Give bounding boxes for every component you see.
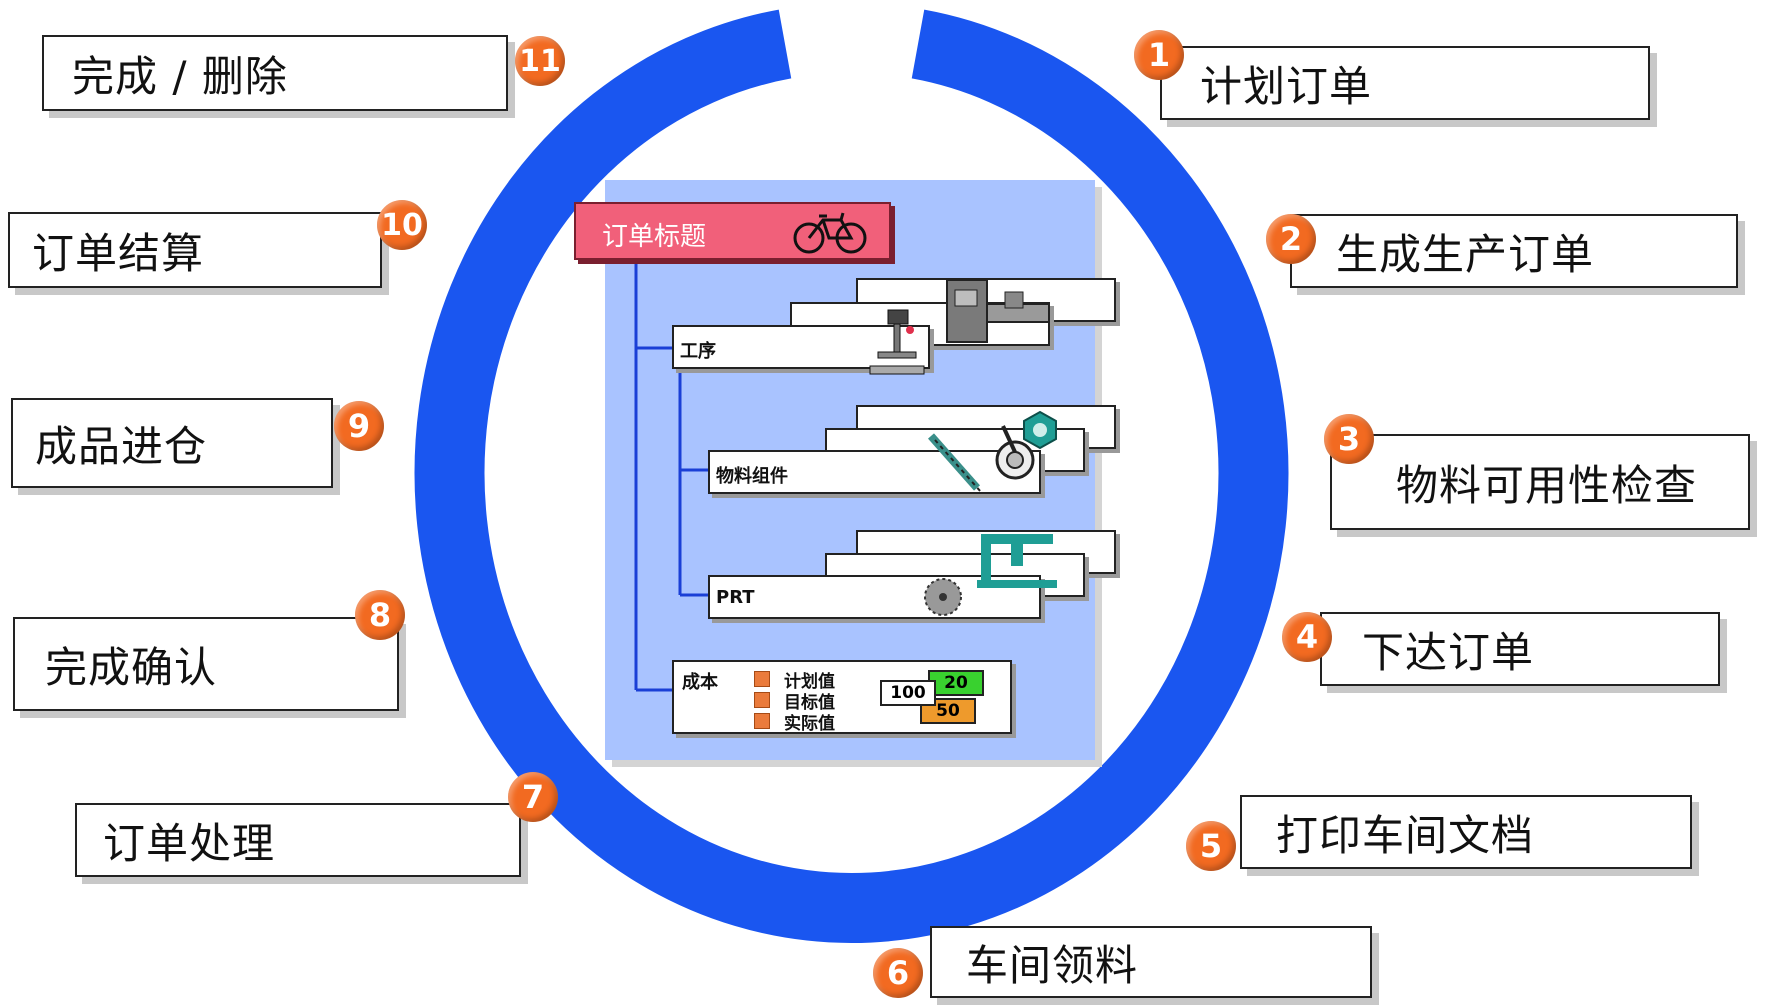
step-8-label: 完成确认	[45, 642, 218, 692]
step-8-box[interactable]: 完成确认	[13, 617, 399, 711]
step-4-label: 下达订单	[1362, 627, 1535, 677]
plan-value-box: 100	[880, 680, 936, 706]
step-1-box[interactable]: 计划订单	[1160, 46, 1650, 120]
step-2-box[interactable]: 生成生产订单	[1290, 214, 1738, 288]
cost-bullet-plan	[754, 671, 770, 687]
saw-blade-icon	[924, 578, 962, 616]
nut-icon	[1023, 410, 1057, 450]
step-4-box[interactable]: 下达订单	[1320, 612, 1720, 686]
step-4-badge: 4	[1282, 612, 1332, 662]
step-11-label: 完成 / 删除	[72, 51, 288, 101]
cost-card[interactable]: 成本 计划值 目标值 实际值 20 50 100	[672, 660, 1012, 734]
step-7-label: 订单处理	[103, 818, 276, 868]
step-11-box[interactable]: 完成 / 删除	[42, 35, 508, 111]
step-9-box[interactable]: 成品进仓	[11, 398, 333, 488]
step-5-badge: 5	[1186, 821, 1236, 871]
screw-icon	[928, 433, 982, 493]
order-header-card[interactable]: 订单标题	[574, 202, 891, 260]
bicycle-icon	[793, 212, 867, 254]
step-9-badge: 9	[334, 401, 384, 451]
order-header-label: 订单标题	[602, 222, 707, 252]
valve-icon	[995, 425, 1035, 480]
drill-press-icon	[869, 309, 925, 375]
clamp-icon	[977, 534, 1057, 588]
cost-item-actual: 实际值	[784, 714, 835, 734]
target-value-box: 20	[928, 670, 984, 696]
step-2-badge: 2	[1266, 214, 1316, 264]
step-7-box[interactable]: 订单处理	[75, 803, 521, 877]
step-10-badge: 10	[377, 200, 427, 250]
step-3-badge: 3	[1324, 414, 1374, 464]
operations-label: 工序	[680, 341, 716, 362]
operation-card[interactable]: 工序	[672, 325, 930, 369]
cost-item-plan: 计划值	[784, 672, 835, 692]
step-6-label: 车间领料	[966, 940, 1139, 990]
step-9-label: 成品进仓	[35, 421, 208, 471]
components-label: 物料组件	[716, 466, 788, 487]
step-2-label: 生成生产订单	[1336, 229, 1595, 279]
costs-label: 成本	[682, 672, 718, 693]
prt-label: PRT	[716, 587, 755, 608]
cost-bullet-target	[754, 692, 770, 708]
step-3-box[interactable]: 物料可用性检查	[1330, 434, 1750, 530]
step-6-badge: 6	[873, 948, 923, 998]
step-7-badge: 7	[508, 772, 558, 822]
step-1-label: 计划订单	[1200, 61, 1373, 111]
step-11-badge: 11	[515, 36, 565, 86]
step-1-badge: 1	[1134, 30, 1184, 80]
lathe-icon	[946, 279, 1050, 343]
step-5-label: 打印车间文档	[1276, 810, 1535, 860]
cost-bullet-actual	[754, 713, 770, 729]
component-card[interactable]: 物料组件	[708, 450, 1041, 494]
step-5-box[interactable]: 打印车间文档	[1240, 795, 1692, 869]
step-6-box[interactable]: 车间领料	[930, 926, 1372, 998]
step-3-label: 物料可用性检查	[1396, 460, 1698, 510]
cost-item-target: 目标值	[784, 693, 835, 713]
step-8-badge: 8	[355, 590, 405, 640]
step-10-label: 订单结算	[32, 228, 205, 278]
step-10-box[interactable]: 订单结算	[8, 212, 382, 288]
